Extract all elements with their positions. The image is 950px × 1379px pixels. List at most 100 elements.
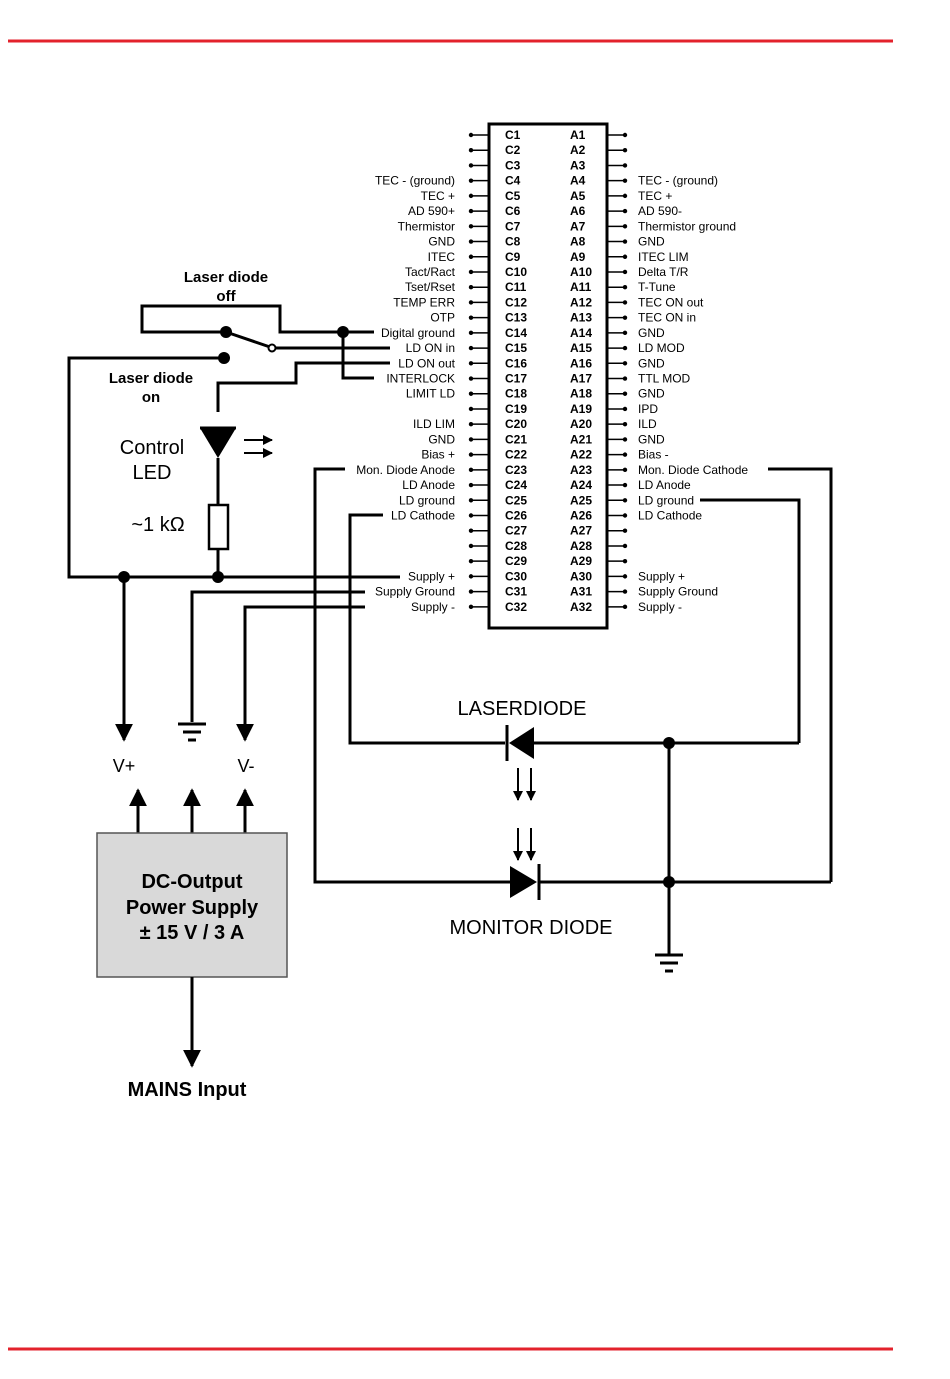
pin-dot-right <box>622 300 628 305</box>
control-led-icon <box>200 428 236 458</box>
pin-dot-left <box>468 315 474 320</box>
pin-id-c: C6 <box>505 204 521 218</box>
pin-signal-left: TEC + <box>421 189 455 203</box>
pin-id-c: C22 <box>505 448 527 462</box>
pin-id-c: C13 <box>505 311 527 325</box>
pin-id-c: C5 <box>505 189 521 203</box>
pin-signal-left: TEC - (ground) <box>375 174 455 188</box>
pin-dot-right <box>622 163 628 168</box>
pin-signal-left: Supply - <box>411 600 455 614</box>
pin-id-c: C7 <box>505 219 521 233</box>
monitor-diode-label: MONITOR DIODE <box>450 917 613 939</box>
pin-id-c: C8 <box>505 235 521 249</box>
mains-input-label: MAINS Input <box>128 1079 247 1101</box>
pin-dot-left <box>468 604 474 610</box>
pin-id-c: C20 <box>505 417 527 431</box>
pin-dot-right <box>622 330 628 336</box>
pin-dot-right <box>622 285 628 290</box>
pin-id-a: A15 <box>570 341 592 355</box>
ld-off-label: Laser diode <box>184 269 268 286</box>
pin-signal-left: LD ground <box>399 493 455 507</box>
pin-id-c: C26 <box>505 509 527 523</box>
pin-id-c: C9 <box>505 250 521 264</box>
pin-dot-right <box>622 558 628 564</box>
pin-dot-right <box>622 148 628 153</box>
pin-signal-left: LD Anode <box>402 478 455 492</box>
pin-signal-right: Supply Ground <box>638 585 718 599</box>
pin-dot-left <box>468 148 474 153</box>
pin-dot-left <box>468 589 474 594</box>
pin-id-c: C12 <box>505 295 527 309</box>
control-led-label: Control <box>120 437 184 459</box>
supply-wiring <box>96 577 365 1068</box>
pin-dot-left <box>468 558 474 564</box>
pin-signal-left: GND <box>428 432 455 446</box>
pin-dot-right <box>622 513 628 518</box>
laserdiode-label: LASERDIODE <box>458 698 587 720</box>
pin-signal-left: Bias + <box>421 448 455 462</box>
pin-dot-right <box>622 193 628 199</box>
pin-id-a: A28 <box>570 539 592 553</box>
pin-dot-left <box>468 193 474 199</box>
pin-signal-left: TEMP ERR <box>393 295 455 309</box>
pin-id-c: C23 <box>505 463 527 477</box>
pin-signal-left: LD ON out <box>398 356 455 370</box>
diode-circuit <box>313 467 833 973</box>
ld-switch-circuit <box>67 304 400 583</box>
pin-dot-right <box>622 239 628 244</box>
pin-dot-right <box>622 482 628 488</box>
pin-dot-left <box>468 224 474 229</box>
power-supply-box <box>96 832 288 978</box>
pin-id-c: C1 <box>505 128 521 142</box>
pin-id-a: A25 <box>570 493 592 507</box>
pin-id-a: A10 <box>570 265 592 279</box>
pin-id-a: A3 <box>570 158 586 172</box>
pin-signal-left: LD ON in <box>406 341 455 355</box>
v-minus-label: V- <box>237 756 254 776</box>
pin-signal-left: LIMIT LD <box>406 387 455 401</box>
pin-dot-right <box>622 528 628 533</box>
pin-dot-right <box>622 574 628 579</box>
pin-id-c: C24 <box>505 478 527 492</box>
pin-id-a: A6 <box>570 204 586 218</box>
pin-dot-right <box>622 421 628 427</box>
resistor-icon <box>207 503 230 551</box>
pin-id-a: A7 <box>570 219 586 233</box>
pin-id-a: A24 <box>570 478 592 492</box>
pin-dot-left <box>468 345 474 351</box>
pin-signal-right: T-Tune <box>638 280 676 294</box>
pin-signal-right: GND <box>638 356 665 370</box>
pin-id-c: C27 <box>505 524 527 538</box>
pin-signal-left: Digital ground <box>381 326 455 340</box>
pin-dot-left <box>468 406 474 412</box>
pin-dot-right <box>622 589 628 594</box>
pin-dot-right <box>622 178 628 183</box>
pin-signal-right: ITEC LIM <box>638 250 689 264</box>
pin-id-a: A11 <box>570 280 592 294</box>
pin-id-c: C11 <box>505 280 527 294</box>
pin-signal-right: Delta T/R <box>638 265 689 279</box>
pin-id-c: C19 <box>505 402 527 416</box>
pin-signal-right: LD ground <box>638 493 694 507</box>
pin-id-a: A30 <box>570 569 592 583</box>
pin-dot-left <box>468 482 474 488</box>
pin-signal-right: LD Anode <box>638 478 691 492</box>
pin-signal-left: LD Cathode <box>391 509 455 523</box>
pin-dot-left <box>468 421 474 427</box>
pin-signal-left: Supply + <box>408 569 455 583</box>
pin-id-c: C14 <box>505 326 527 340</box>
pin-dot-left <box>468 391 474 396</box>
pin-id-a: A18 <box>570 387 592 401</box>
pin-id-c: C17 <box>505 372 527 386</box>
pin-signal-right: TEC ON out <box>638 295 704 309</box>
pin-signal-right: GND <box>638 235 665 249</box>
ld-on-label: Laser diode <box>109 370 193 387</box>
pin-dot-left <box>468 163 474 168</box>
pin-id-a: A13 <box>570 311 592 325</box>
pin-signal-right: Thermistor ground <box>638 219 736 233</box>
pin-id-a: A2 <box>570 143 586 157</box>
pin-dot-right <box>622 376 628 381</box>
pin-id-a: A22 <box>570 448 592 462</box>
pin-id-c: C30 <box>505 569 527 583</box>
